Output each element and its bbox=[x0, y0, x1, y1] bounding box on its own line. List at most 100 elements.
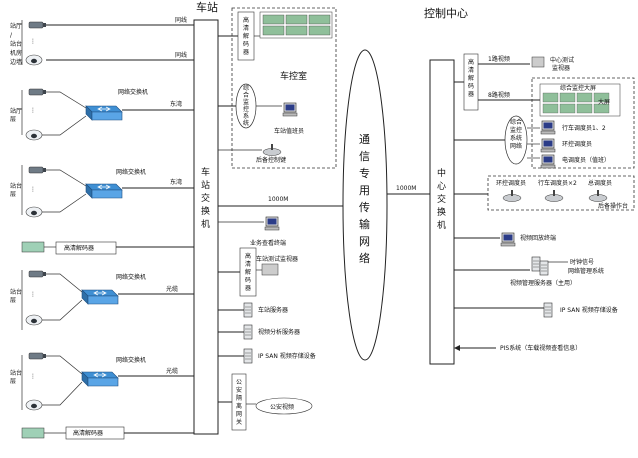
car-control-room-title: 车控室 bbox=[280, 70, 307, 82]
env-dispatcher-label: 环控调度员 bbox=[562, 140, 592, 148]
dispatcher-12-label: 行车调度员1、2 bbox=[562, 124, 606, 132]
server-icon bbox=[543, 302, 553, 318]
center-test-monitor-label: 中心测试监视器 bbox=[550, 56, 574, 72]
police-video-cloud bbox=[255, 397, 313, 415]
keyboard-icon bbox=[588, 189, 608, 202]
video-analysis-server-label: 视频分析服务器 bbox=[258, 328, 300, 336]
link-label-copper-a: 东湾 bbox=[170, 100, 182, 108]
car-control-room-box bbox=[231, 7, 337, 169]
station-test-monitor-label: 车站测试监视器 bbox=[256, 255, 298, 263]
link-label-fiber-a: 光缆 bbox=[166, 285, 178, 293]
dome-camera-icon bbox=[25, 129, 43, 141]
server-icon bbox=[539, 260, 549, 276]
police-video-label: 公安视频 bbox=[270, 403, 294, 411]
police-gateway-label: 公安隔离网关 bbox=[236, 379, 242, 426]
network-switch-icon bbox=[81, 289, 119, 305]
station-server-label: 车站服务器 bbox=[258, 306, 288, 314]
backbone-label-b: 1000M bbox=[396, 185, 416, 192]
svg-text:⋮: ⋮ bbox=[30, 291, 36, 298]
backup-console-box bbox=[487, 175, 635, 211]
svg-text:⋮: ⋮ bbox=[30, 107, 36, 114]
backup-console-label: 后备操作台 bbox=[598, 202, 628, 210]
switch-1-label: 网络交换机 bbox=[118, 88, 148, 96]
left-label-5: 站台层 bbox=[10, 369, 22, 385]
keyboard-icon bbox=[262, 143, 282, 156]
switch-3-label: 网络交换机 bbox=[116, 273, 146, 281]
server-icon bbox=[243, 302, 253, 318]
link-label-copper-b: 东湾 bbox=[170, 178, 182, 186]
station-title: 车站 bbox=[196, 0, 218, 14]
center-hd-decoder-label: 高清解码器 bbox=[468, 58, 474, 98]
network-switch-icon bbox=[85, 183, 123, 199]
workstation-icon bbox=[282, 102, 298, 117]
workstation-icon bbox=[264, 216, 280, 231]
svg-text:⋮: ⋮ bbox=[30, 38, 36, 45]
video-mgmt-label: 视频管理服务器（主用） bbox=[510, 279, 576, 287]
switch-4-label: 网络交换机 bbox=[116, 356, 146, 364]
dome-camera-icon bbox=[25, 54, 43, 66]
server-icon bbox=[243, 324, 253, 340]
station-switch-label: 车站交换机 bbox=[201, 166, 210, 230]
dome-camera-icon bbox=[25, 314, 43, 326]
clock-signal-label: 时钟信号 bbox=[570, 258, 594, 266]
hd-decoder-icon bbox=[21, 241, 45, 253]
keyboard-icon bbox=[544, 189, 564, 202]
workstation-icon bbox=[540, 138, 556, 153]
dispatch-area-box bbox=[531, 77, 635, 169]
monitor-icon bbox=[261, 263, 279, 276]
dome-camera-icon bbox=[25, 206, 43, 218]
camera-icon bbox=[28, 352, 47, 360]
server-icon bbox=[531, 256, 541, 272]
backup-row-c: 总调度员 bbox=[588, 179, 612, 187]
transport-network-label: 通信专用传输网络 bbox=[359, 133, 370, 265]
backup-row-b: 行车调度员×2 bbox=[538, 179, 577, 187]
left-label-4: 站台层 bbox=[10, 288, 22, 304]
station-switch bbox=[193, 19, 219, 435]
hd-decoder-vert-label: 高清解码器 bbox=[245, 252, 251, 292]
camera-icon bbox=[28, 88, 47, 96]
server-icon bbox=[243, 348, 253, 364]
transport-network bbox=[342, 49, 388, 361]
big-screen-title: 综合监控大屏 bbox=[560, 84, 596, 92]
station-duty-label: 车站值班员 bbox=[274, 127, 304, 135]
backup-row-a: 环控调度员 bbox=[496, 179, 526, 187]
hd-decoder-icon bbox=[21, 427, 45, 439]
service-terminal-label: 业务查看终端 bbox=[250, 239, 286, 247]
one-way-video-label: 1路视频 bbox=[488, 55, 510, 63]
center-switch-label: 中心交换机 bbox=[437, 167, 446, 231]
backbone-label-a: 1000M bbox=[268, 196, 288, 203]
center-integrated-control-label: 综合监控系统网络 bbox=[510, 118, 522, 150]
link-label-coax-2: 同线 bbox=[175, 51, 187, 59]
svg-text:⋮: ⋮ bbox=[30, 186, 36, 193]
center-switch bbox=[429, 59, 455, 365]
network-switch-icon bbox=[85, 105, 123, 121]
video-terminal-label: 视频回放终端 bbox=[520, 234, 556, 242]
control-center-title: 控制中心 bbox=[424, 6, 468, 20]
keyboard-icon bbox=[502, 189, 522, 202]
left-label-1: 站厅/站台机房边墙 bbox=[10, 22, 22, 66]
svg-text:⋮: ⋮ bbox=[30, 373, 36, 380]
video-mgmt-sys-label: 网络管理系统 bbox=[568, 267, 604, 275]
big-screen-label: 大屏 bbox=[598, 98, 610, 106]
workstation-icon bbox=[540, 154, 556, 169]
camera-icon bbox=[28, 270, 47, 278]
integrated-control-label: 综合监控系统 bbox=[243, 84, 249, 127]
power-dispatcher-label: 电调度员（值班） bbox=[562, 156, 610, 164]
left-label-3: 站台层 bbox=[10, 182, 22, 198]
hd-decoder-bottom-label: 高清解码器 bbox=[73, 429, 103, 437]
link-label-fiber-b: 光缆 bbox=[166, 367, 178, 375]
backup-keyboard-label: 后备控制键 bbox=[256, 156, 286, 164]
eight-way-video-label: 8路视频 bbox=[488, 91, 510, 99]
camera-icon bbox=[28, 21, 47, 29]
network-switch-icon bbox=[81, 371, 119, 387]
workstation-icon bbox=[540, 120, 556, 135]
hd-decoder-top-label: 高清解码器 bbox=[243, 16, 249, 56]
workstation-icon bbox=[500, 232, 516, 247]
hd-decoder-left-label: 高清解码器 bbox=[64, 244, 94, 252]
switch-2-label: 网络交换机 bbox=[116, 168, 146, 176]
camera-icon bbox=[28, 166, 47, 174]
station-ip-san-label: IP SAN 视频存储设备 bbox=[258, 352, 316, 360]
center-ip-san-label: IP SAN 视频存储设备 bbox=[560, 306, 618, 314]
monitor-icon bbox=[531, 56, 545, 68]
left-label-2: 站厅层 bbox=[10, 107, 22, 123]
